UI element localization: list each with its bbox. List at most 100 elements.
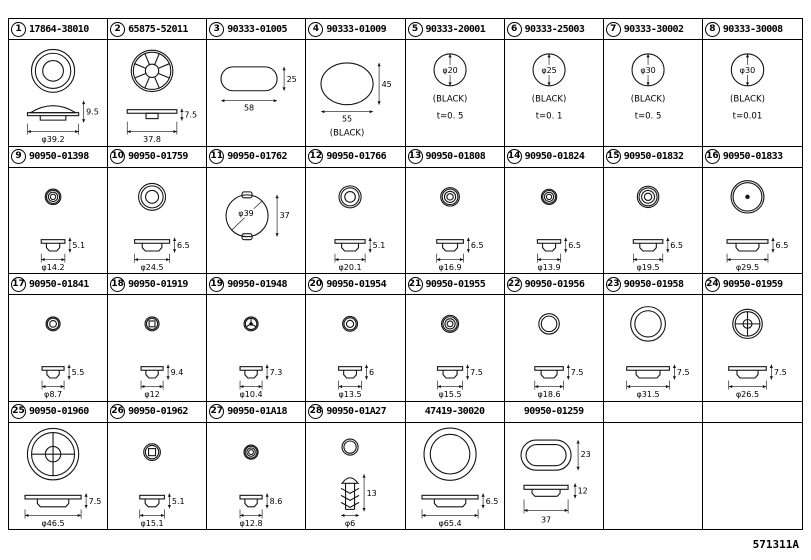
part-number: 90950-01841 — [29, 278, 89, 290]
dimension-label: 7.5 — [677, 368, 690, 377]
part-number: 17864-38010 — [29, 23, 89, 35]
dimension-label: 7.5 — [185, 111, 198, 120]
part-number: 90950-01A18 — [227, 406, 287, 417]
dimension-label: 8.6 — [270, 496, 283, 505]
part-number: 90950-01956 — [524, 278, 585, 290]
item-number-badge: 1 — [11, 21, 26, 37]
item-number-badge: 8 — [704, 21, 720, 37]
item-number-badge: 9 — [11, 149, 26, 164]
dimension-label: 7.5 — [89, 496, 102, 505]
part-number: 65875-52011 — [128, 23, 188, 35]
technical-drawing: 7.5 φ46.5 — [24, 427, 102, 527]
technical-drawing: 7.5 φ31.5 — [625, 306, 690, 399]
item-number-badge: 19 — [209, 276, 225, 292]
dimension-label: 5.5 — [72, 368, 85, 377]
dimension-label: t=0. 5 — [436, 111, 463, 121]
dimension-label: (BLACK) — [432, 94, 467, 104]
item-number-badge: 22 — [506, 276, 522, 292]
dimension-label: 7.5 — [774, 368, 787, 377]
dimension-label: 6.5 — [485, 496, 498, 505]
technical-drawing: 7.537.8 — [126, 49, 198, 144]
dimension-label: t=0.01 — [733, 112, 763, 122]
part-number: 90950-01919 — [128, 278, 188, 290]
dimension-label: φ29.5 — [736, 263, 759, 272]
dimension-label: 7.5 — [570, 368, 583, 377]
part-number: 90950-01259 — [523, 406, 584, 417]
dimension-label: φ39 — [239, 208, 254, 217]
empty-drawing-area — [604, 423, 702, 530]
part-number: 90950-01A27 — [326, 406, 387, 417]
dimension-label: (BLACK) — [631, 94, 666, 104]
dimension-label: φ12 — [144, 390, 159, 399]
part-number: 90950-01766 — [326, 151, 387, 162]
part-drawing: φ20(BLACK)t=0. 5 — [406, 40, 504, 146]
cell-header — [702, 402, 802, 423]
item-number-badge: 17 — [11, 276, 26, 292]
item-number-badge: 28 — [308, 404, 324, 419]
part-number: 90333-30002 — [623, 23, 684, 35]
dimension-label: φ46.5 — [42, 518, 65, 527]
part-number: 90950-01824 — [524, 151, 585, 162]
dimension-label: φ30 — [640, 66, 655, 75]
part-number: 90950-01959 — [722, 278, 783, 290]
dimension-label: 12 — [577, 486, 587, 495]
technical-drawing: φ30(BLACK)t=0.01 — [730, 53, 765, 122]
cell-header — [603, 402, 702, 423]
part-number: 90950-01962 — [128, 406, 188, 417]
item-number-badge: 26 — [110, 404, 126, 419]
part-number: 90950-01958 — [623, 278, 684, 290]
part-number: 90950-01759 — [128, 151, 188, 162]
dimension-label: φ19.5 — [636, 263, 659, 272]
dimension-label: 58 — [244, 104, 254, 113]
item-number-badge: 27 — [209, 404, 225, 419]
dimension-label: 6.5 — [568, 241, 581, 250]
dimension-label: φ6 — [345, 518, 355, 527]
dimension-label: φ31.5 — [636, 390, 659, 399]
part-drawing: φ30(BLACK)t=0.01 — [703, 40, 802, 146]
dimension-label: 6.5 — [177, 241, 190, 250]
